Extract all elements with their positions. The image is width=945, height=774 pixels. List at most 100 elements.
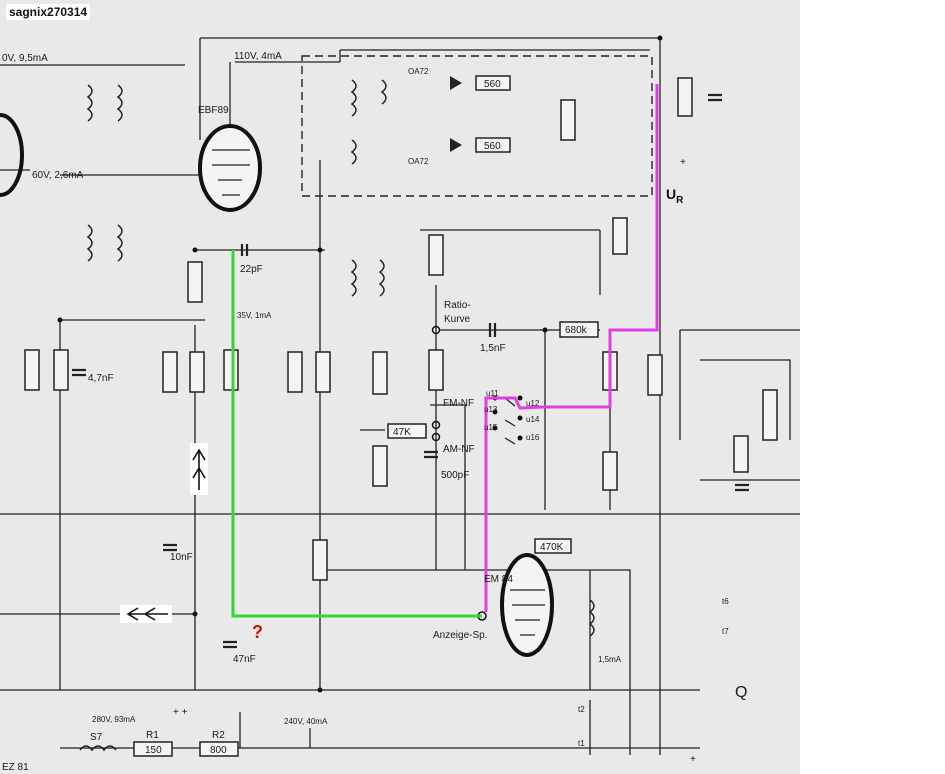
resistor-r28: [189, 351, 205, 393]
inductor-s45: [86, 84, 93, 122]
inductors: [79, 79, 595, 752]
resistor-r31: [287, 351, 303, 393]
diodes: [450, 76, 463, 152]
inductor-s48: [116, 224, 123, 262]
resistor-r1: [133, 741, 173, 757]
label-tube-name: EBF89: [198, 105, 229, 116]
label-plus-bottom-right: +: [690, 754, 696, 765]
capacitor-c83: [240, 244, 249, 256]
resistor-r26: [53, 349, 69, 391]
watermark: sagnix270314: [6, 4, 91, 20]
label-r42-value: 680k: [565, 325, 588, 336]
ur-label: UR: [666, 186, 683, 206]
label-r1-value: 150: [145, 745, 162, 756]
green-signal-path: [231, 250, 482, 618]
resistor-r32: [315, 351, 331, 393]
em84-tube: [500, 553, 554, 657]
ur-label-sub: R: [676, 194, 684, 206]
wires: [0, 37, 800, 755]
label-c72-value: 10nF: [170, 552, 193, 563]
resistor-r33: [372, 351, 388, 395]
label-c88-value: 47nF: [233, 654, 256, 665]
inductor-s50: [350, 139, 357, 165]
inductor-s46: [116, 84, 123, 122]
left-tube-partial: [0, 113, 24, 197]
capacitor-c72: [163, 543, 177, 552]
resistor-r55: [428, 234, 444, 276]
label-indicator-tube: EM 84: [484, 574, 513, 585]
label-t6: t6: [722, 597, 729, 606]
label-ratio-2: Kurve: [444, 314, 471, 325]
label-r36-value: 560: [484, 141, 501, 152]
label-t2: t2: [578, 705, 585, 714]
capacitor-c88: [223, 640, 237, 649]
magenta-signal-path: [484, 84, 659, 612]
resistors: [24, 75, 778, 757]
label-u11: u11: [486, 389, 499, 398]
label-tube-supply: 110V, 4mA: [234, 51, 282, 62]
label-plus-bottom-left: + +: [173, 707, 188, 718]
label-u13: u13: [484, 405, 498, 414]
resistor-r2: [199, 741, 239, 757]
inductor-s53: [378, 259, 385, 297]
label-ratio: Ratio-: [444, 300, 471, 311]
inductor-s51: [380, 79, 387, 105]
nodes: [57, 35, 663, 693]
label-fm-nf: FM-NF: [443, 398, 474, 409]
ebf89-tube: [198, 124, 262, 212]
resistor-r42: [559, 321, 599, 338]
capacitor-c86: [424, 450, 438, 459]
question-mark: ?: [252, 622, 263, 642]
resistor-r57: [762, 389, 778, 441]
diode-oa72-bottom: [450, 138, 463, 152]
resistor-r36: [475, 137, 511, 153]
arrow-markers: [120, 443, 208, 623]
resistor-r37: [560, 99, 576, 141]
label-r45-value: 470K: [540, 542, 564, 553]
label-top-left-voltage: 0V, 9,5mA: [2, 53, 48, 64]
label-u16: u16: [526, 433, 540, 442]
label-u12: u12: [526, 399, 540, 408]
ur-label-main: U: [666, 186, 677, 202]
resistor-r41a: [677, 77, 693, 117]
label-r35-value: 560: [484, 79, 501, 90]
schematic-diagram: 0V, 9,5mA 110V, 4mA 60V, 2,6mA EBF89 EM …: [0, 35, 800, 773]
label-r39-value: 47K: [393, 427, 411, 438]
label-u15: u15: [484, 423, 498, 432]
label-c68-value: 4,7nF: [88, 373, 114, 384]
label-tube-left-supply: 60V, 2,6mA: [32, 170, 84, 181]
label-c86-value: 500pF: [441, 470, 469, 481]
label-power-280v: 280V, 93mA: [92, 715, 136, 724]
resistor-r29: [223, 349, 239, 391]
inductor-s7: [79, 745, 117, 752]
label-oa72-top: OA72: [408, 67, 429, 76]
resistor-r27: [162, 351, 178, 393]
label-power-240v: 240V, 40mA: [284, 717, 328, 726]
capacitor-c63: [708, 93, 722, 102]
ratio-detector-box: [301, 55, 653, 197]
resistor-r44: [602, 451, 618, 491]
label-r2-value: 800: [210, 745, 227, 756]
label-s7: S7: [90, 732, 103, 743]
label-t1: t1: [578, 739, 585, 748]
inductor-s52: [350, 259, 357, 297]
resistor-r34: [372, 445, 388, 487]
label-power-35v: 35V, 1mA: [237, 311, 272, 320]
capacitor-c87: [488, 323, 497, 337]
label-oa72-bottom: OA72: [408, 157, 429, 166]
resistor-r49: [312, 539, 328, 581]
inductor-s47: [86, 224, 93, 262]
label-r1-ref: R1: [146, 730, 159, 741]
inductor-s49: [350, 79, 357, 117]
label-t7: t7: [722, 627, 729, 636]
label-plus-right: +: [680, 157, 686, 168]
labels: 0V, 9,5mA 110V, 4mA 60V, 2,6mA EBF89 EM …: [2, 51, 729, 773]
label-c83-value: 22pF: [240, 264, 263, 275]
diode-oa72-top: [450, 76, 463, 90]
resistor-r80: [733, 435, 749, 473]
label-am-nf: AM-NF: [443, 444, 475, 455]
label-u14: u14: [526, 415, 540, 424]
resistor-r45: [534, 538, 572, 554]
resistor-r41b: [647, 354, 663, 396]
resistor-r39: [387, 423, 427, 439]
